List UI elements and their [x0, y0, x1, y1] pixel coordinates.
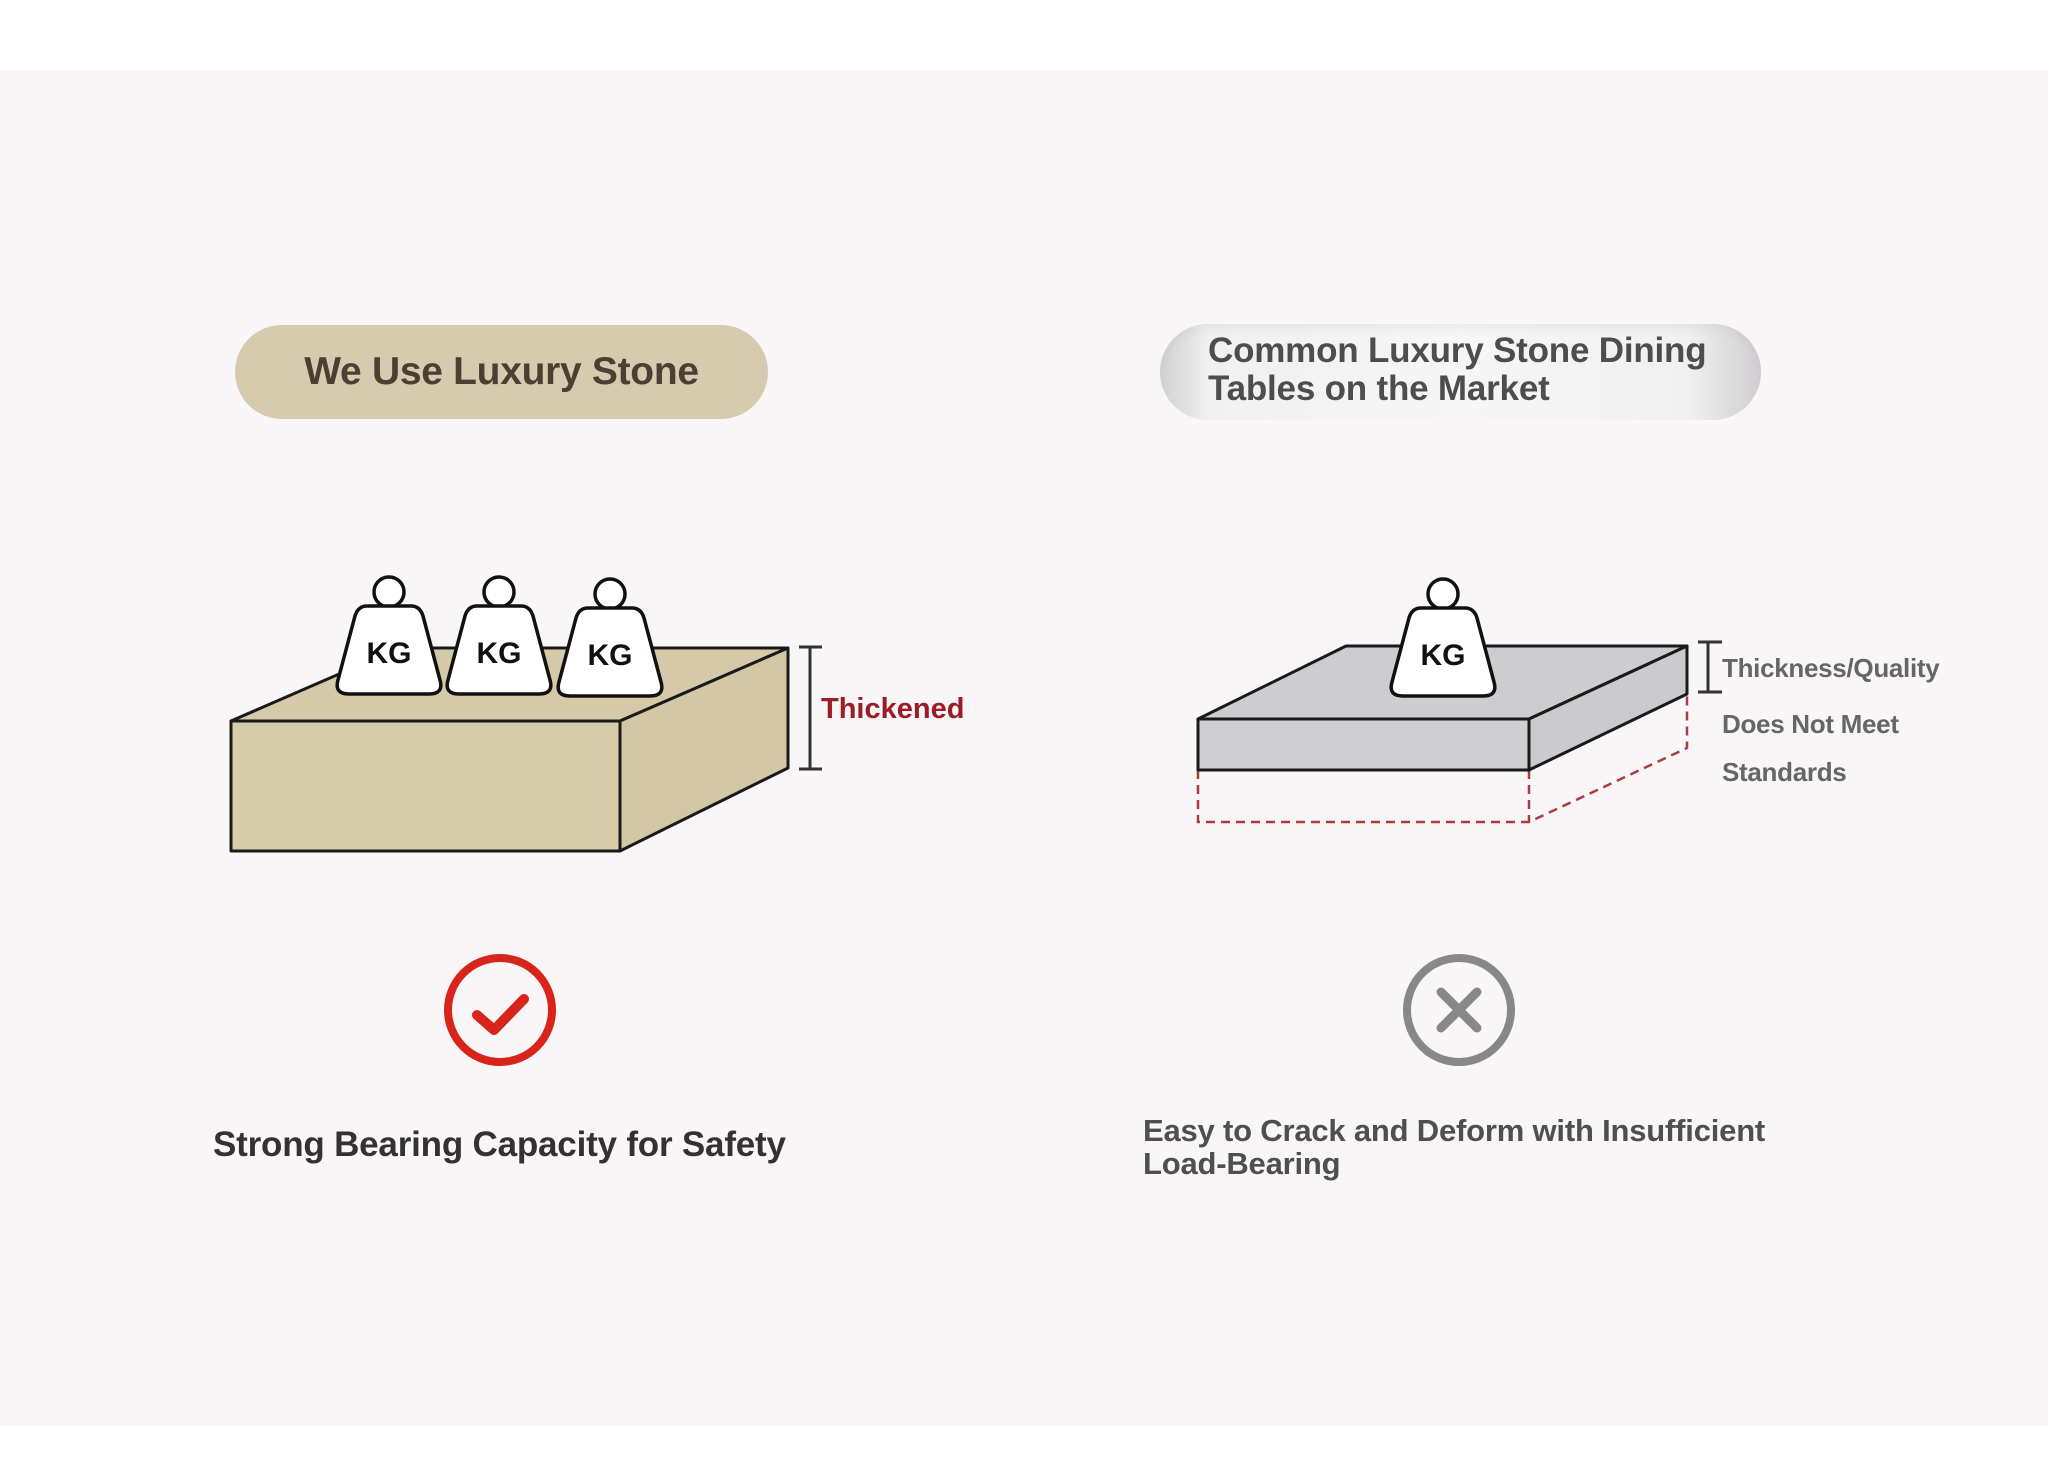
luxury-stone-header: We Use Luxury Stone: [304, 350, 699, 393]
common-stone-caption: Easy to Crack and Deform with Insufficie…: [1143, 1113, 1766, 1181]
slab-side-face: [618, 646, 790, 853]
weight-icon: [556, 577, 664, 698]
thickened-label: Thickened: [821, 693, 965, 725]
luxury-stone-header-pill: We Use Luxury Stone: [235, 325, 768, 419]
weight-label: KG: [588, 639, 633, 672]
slab-front-face: [229, 719, 622, 853]
common-stone-header-pill: Common Luxury Stone Dining Tables on the…: [1160, 324, 1761, 420]
warning-line: Thickness/Quality: [1722, 653, 1940, 683]
luxury-stone-caption: Strong Bearing Capacity for Safety: [213, 1125, 786, 1164]
cross-circle-icon: [1403, 954, 1515, 1066]
warning-line: Standards: [1722, 757, 1847, 787]
weight-icon: [445, 575, 553, 696]
check-circle-icon: [444, 954, 556, 1066]
thickness-quality-warning: Thickness/Quality Does Not Meet Standard…: [1722, 629, 1940, 811]
slab-side-face: [1527, 644, 1689, 772]
required-thickness-outline: [1196, 694, 1689, 824]
warning-line: Does Not Meet: [1722, 709, 1899, 739]
thickness-dimension-marker: [1698, 640, 1722, 694]
weight-label: KG: [1421, 639, 1466, 672]
weight-icon: [335, 575, 443, 696]
weight-label: KG: [367, 637, 412, 670]
weight-icon: [1389, 577, 1497, 698]
thickness-dimension-marker: [799, 645, 822, 771]
slab-front-face: [1196, 717, 1531, 772]
weight-label: KG: [477, 637, 522, 670]
common-stone-header: Common Luxury Stone Dining Tables on the…: [1208, 331, 1707, 408]
